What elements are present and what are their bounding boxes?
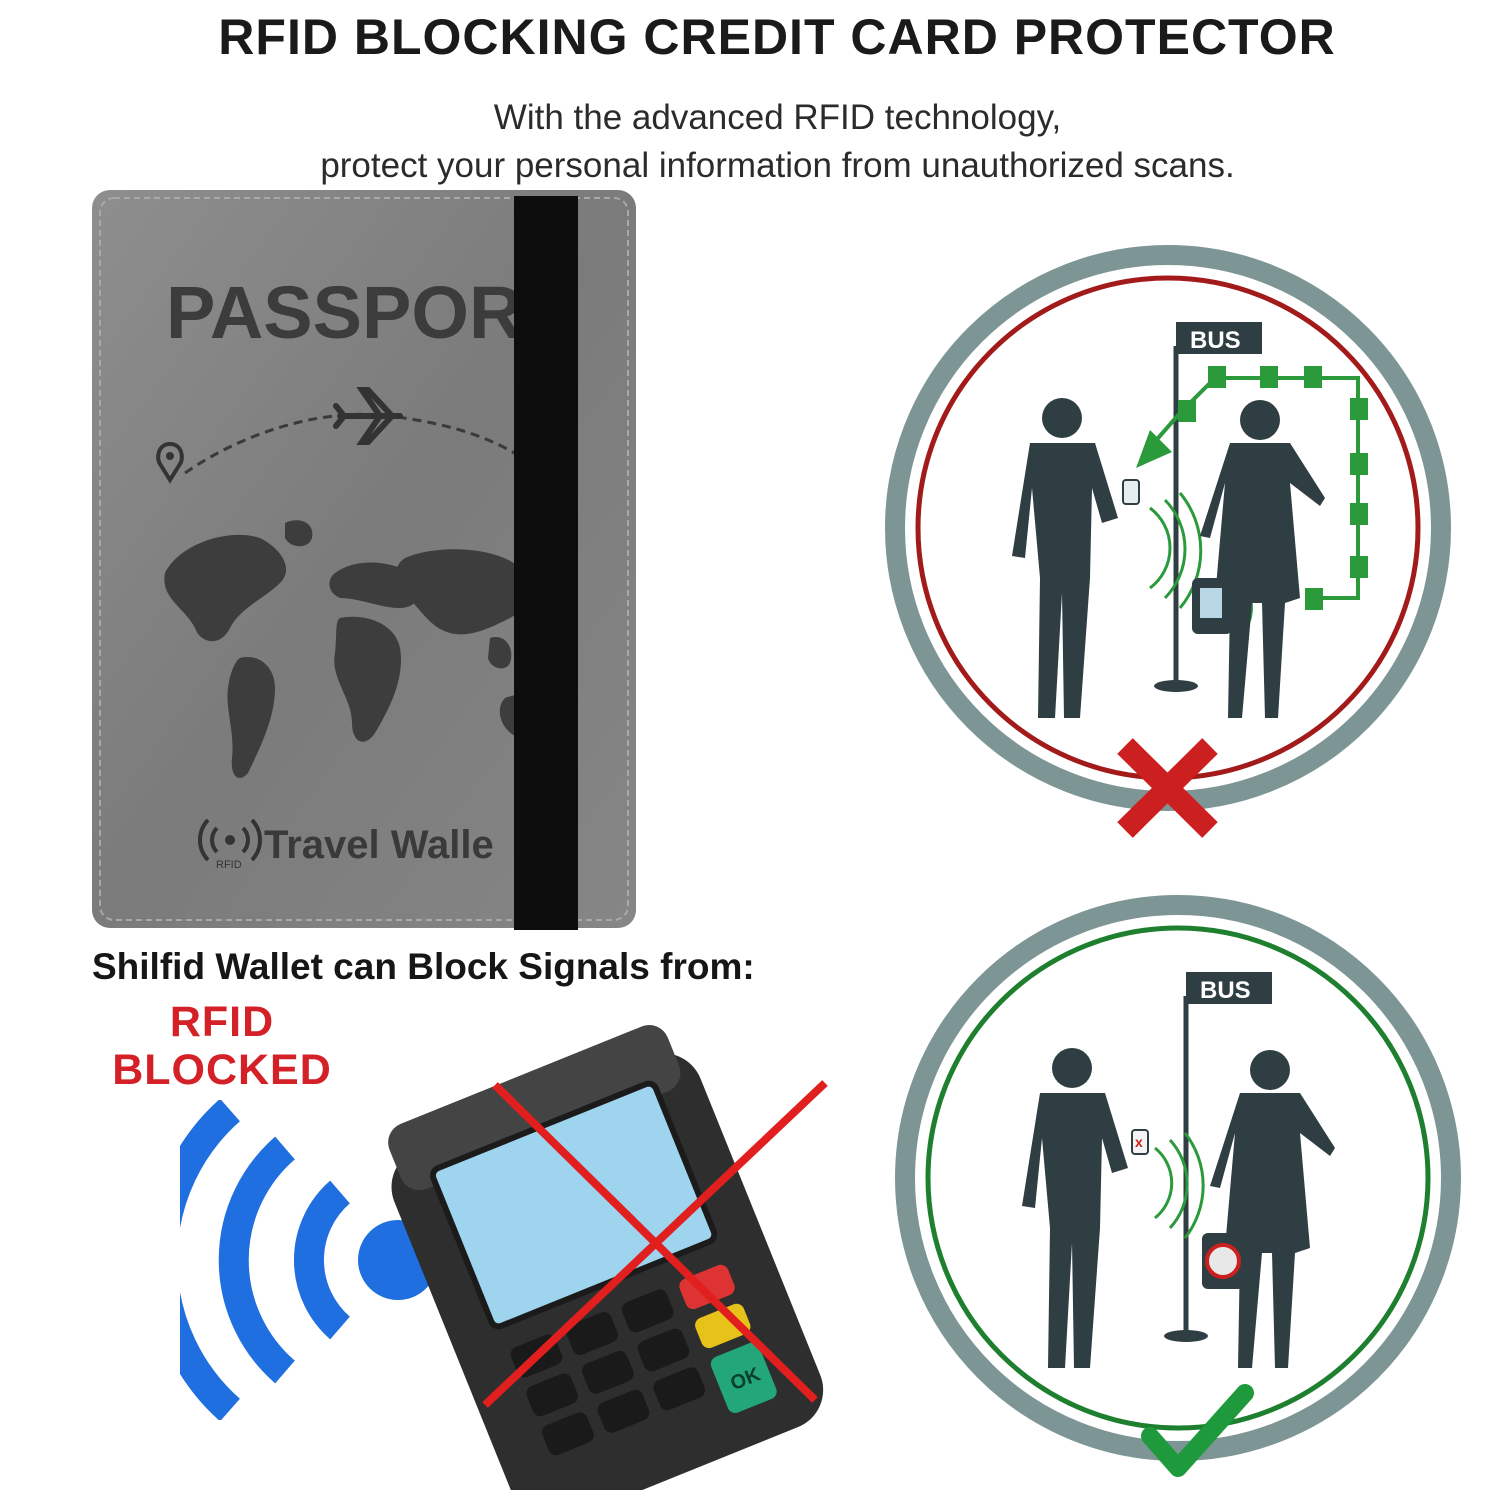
victim-silhouette — [1192, 400, 1325, 718]
rfid-blocked-badge: RFID BLOCKED — [104, 998, 340, 1094]
world-map-emboss — [164, 520, 560, 778]
money-flow-path — [1143, 376, 1360, 600]
passport-wallet-image: PASSPOR RFID Travel Walle — [92, 190, 636, 930]
protected-traveler-silhouette — [1202, 1050, 1335, 1368]
card-terminal-image: OK — [388, 1025, 828, 1490]
elastic-band — [514, 196, 578, 930]
svg-text:x: x — [1135, 1134, 1143, 1150]
rfid-blocked-line-2: BLOCKED — [112, 1046, 332, 1094]
wallet-cover — [92, 190, 636, 928]
terminal-printer — [388, 1025, 681, 1191]
blocked-card-icon — [1205, 1243, 1241, 1279]
thief-silhouette: x — [1022, 1048, 1149, 1368]
subtitle-line-1: With the advanced RFID technology, — [493, 98, 1062, 137]
airplane-icon — [333, 387, 403, 445]
travel-wallet-brand: Travel Walle — [264, 823, 494, 867]
scene-ring-outer — [895, 895, 1461, 1461]
bus-sign-text: BUS — [1200, 977, 1251, 1004]
bus-sign-text: BUS — [1190, 327, 1241, 354]
location-pin-icon — [156, 441, 184, 484]
money-flow-arrow — [1136, 430, 1172, 468]
scan-waves — [1154, 1132, 1205, 1239]
bus-sign — [1186, 972, 1272, 1004]
scan-waves — [1149, 492, 1253, 638]
wallet-stitching — [99, 197, 629, 921]
block-signals-label: Shilfid Wallet can Block Signals from: — [92, 946, 755, 987]
subtitle: With the advanced RFID technology, prote… — [240, 94, 1315, 190]
scene-ring-green — [925, 925, 1431, 1431]
bus-sign — [1176, 322, 1262, 354]
euro-icons — [1178, 366, 1368, 610]
protected-scene: BUS x — [895, 895, 1461, 1477]
rfid-signal-icon — [198, 818, 262, 862]
unprotected-scene: BUS — [885, 245, 1451, 838]
wireless-signal-icon — [180, 1100, 438, 1420]
scene-ring-red — [915, 275, 1421, 781]
unsafe-x-icon — [1117, 738, 1218, 838]
thief-silhouette — [1012, 398, 1140, 718]
subtitle-line-2: protect your personal information from u… — [320, 146, 1235, 185]
terminal-keypad — [510, 1289, 706, 1456]
page-title: RFID BLOCKING CREDIT CARD PROTECTOR — [218, 9, 1336, 65]
red-cross-line-2 — [482, 1080, 828, 1408]
passport-cover-text: PASSPOR — [166, 271, 522, 354]
rfid-blocked-line-1: RFID — [169, 998, 275, 1046]
terminal-clear-key — [695, 1303, 751, 1349]
safe-check-icon — [1141, 1384, 1254, 1477]
terminal-ok-key — [710, 1342, 777, 1413]
rfid-small-label: RFID — [216, 859, 242, 871]
